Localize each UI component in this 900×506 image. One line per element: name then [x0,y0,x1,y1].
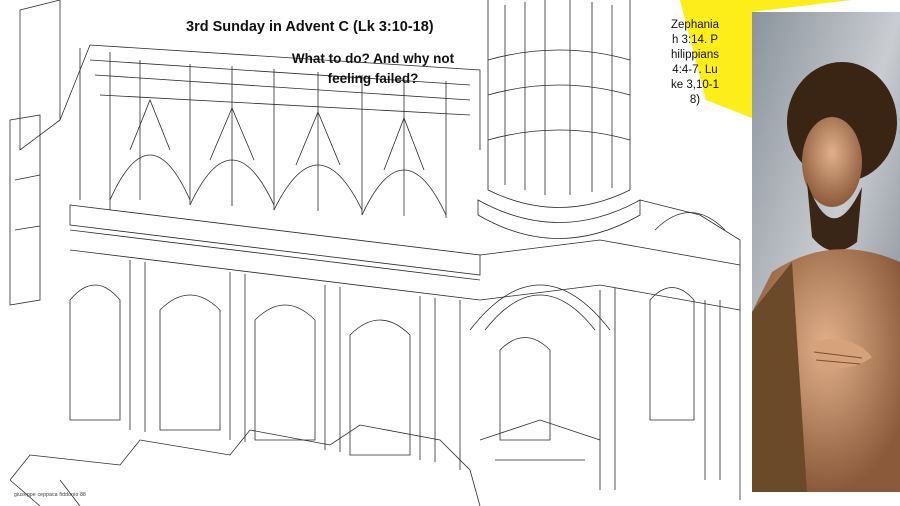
scripture-readings: Zephaniah 3:14. Philippians 4:4-7. Luke … [671,19,719,106]
slide-subtitle: What to do? And why not feeling failed? [291,51,455,86]
saint-portrait-painting [752,12,900,492]
basilica-section-drawing [9,0,741,506]
drawing-credit: giuseppe ceppaca fiddonio 88 [14,492,87,498]
slide-title: 3rd Sunday in Advent C (Lk 3:10-18) [186,19,434,35]
